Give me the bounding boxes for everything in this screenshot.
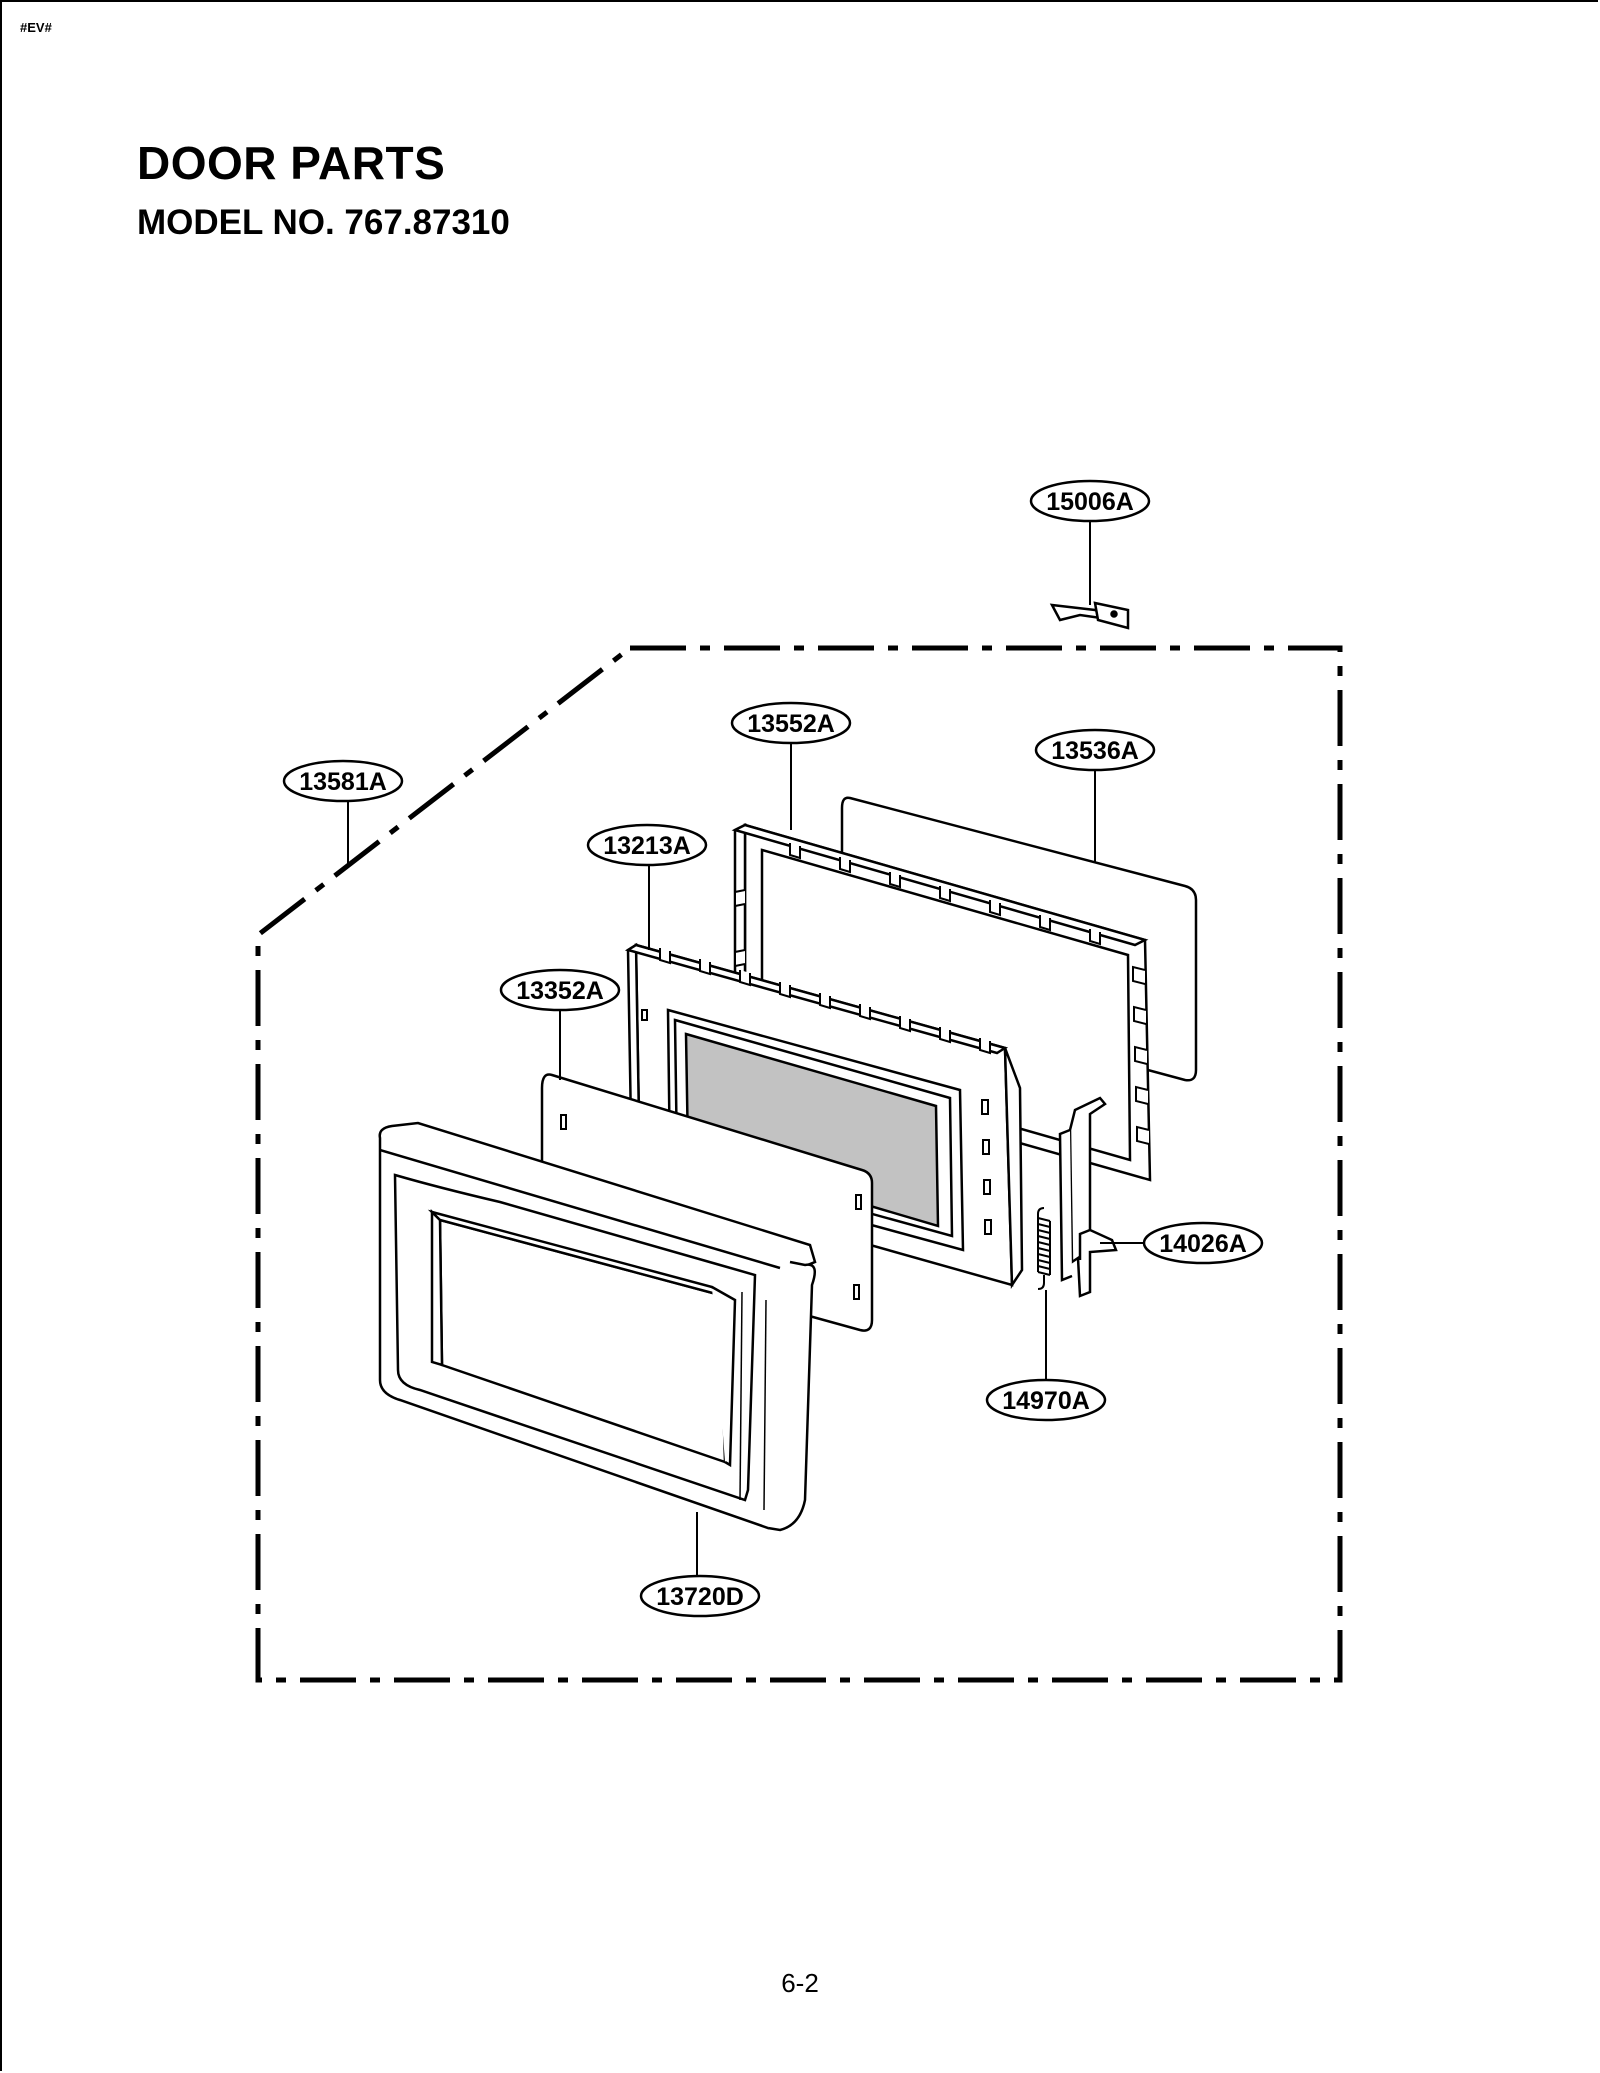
callout-15006a: 15006A: [1029, 479, 1151, 523]
page-title: DOOR PARTS: [137, 137, 446, 189]
callout-13536a: 13536A: [1034, 728, 1156, 772]
part-15006a-bracket: [1049, 601, 1130, 630]
callout-label: 13213A: [603, 832, 691, 860]
part-13720d-door-front: [378, 1121, 817, 1532]
callout-13720d: 13720D: [639, 1574, 761, 1618]
callout-13552a: 13552A: [730, 701, 852, 745]
callout-label: 13720D: [656, 1583, 744, 1611]
assembly-boundary: [255, 645, 1343, 1683]
callout-label: 13552A: [747, 710, 835, 738]
callout-label: 13352A: [516, 977, 604, 1005]
callout-label: 15006A: [1046, 488, 1134, 516]
model-number: MODEL NO. 767.87310: [137, 203, 510, 242]
callout-13352a: 13352A: [499, 968, 621, 1012]
callout-14026a: 14026A: [1142, 1221, 1264, 1265]
callout-13213a: 13213A: [586, 823, 708, 867]
callout-label: 14026A: [1159, 1230, 1247, 1258]
callout-13581a: 13581A: [282, 759, 404, 803]
callout-label: 14970A: [1002, 1387, 1090, 1415]
page-number: 6-2: [781, 1968, 819, 1998]
part-14026a-door-latch: [1058, 1096, 1118, 1298]
callout-label: 13581A: [299, 768, 387, 796]
leader-lines: [347, 521, 1146, 1578]
callout-14970a: 14970A: [985, 1378, 1107, 1422]
callout-label: 13536A: [1051, 737, 1139, 765]
part-14970a-spring: [1037, 1207, 1051, 1290]
document-code: #EV#: [20, 20, 52, 35]
